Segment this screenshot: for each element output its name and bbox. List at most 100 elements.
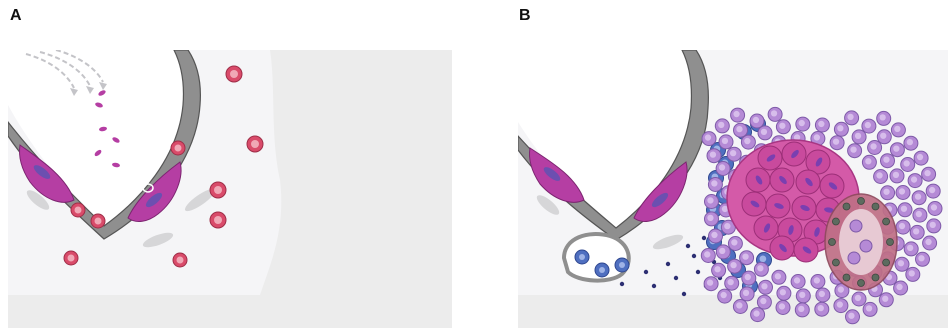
duct-nucleus [872,203,879,210]
purple-cell [890,169,904,183]
purple-cell [751,308,765,322]
tumor-cell [746,168,770,192]
purple-cell [852,292,866,306]
purple-cell [733,300,747,314]
purple-cell [894,281,908,295]
particle [644,270,648,274]
purple-cell [913,208,927,222]
particle [696,270,700,274]
purple-cell [891,123,905,137]
purple-cell [901,158,915,172]
tumor-cell [742,192,766,216]
particle [652,284,656,288]
red-cell [210,182,226,198]
purple-cell [702,132,716,146]
purple-cell [704,277,718,291]
purple-cell [898,203,912,217]
purple-cell [741,135,755,149]
particle [682,292,686,296]
purple-cell [795,303,809,317]
purple-cell [716,162,730,176]
duct-nucleus [843,203,850,210]
purple-cell [927,219,941,233]
tumor-cell [770,168,794,192]
purple-cell [863,302,877,316]
lumen-cell [860,240,872,252]
purple-cell [796,117,810,131]
duct-nucleus [832,218,839,225]
purple-cell [750,114,764,128]
panel-label-b: B [519,7,531,25]
purple-cell [705,212,719,226]
purple-cell [796,289,810,303]
purple-cell [716,245,730,259]
particle [686,244,690,248]
lumen-cell [848,252,860,264]
tumor-cell [782,142,806,166]
purple-cell [852,130,866,144]
purple-cell [906,267,920,281]
purple-cell [834,299,848,313]
purple-cell [708,178,722,192]
duct-nucleus [858,198,865,205]
purple-cell [754,262,768,276]
purple-cell [877,111,891,125]
purple-cell [815,118,829,132]
duct-nucleus [832,259,839,266]
purple-cell [701,249,715,263]
purple-cell [705,195,719,209]
purple-cell [881,186,895,200]
panel-a-illustration [8,50,452,328]
purple-cell [881,154,895,168]
purple-cell [740,287,754,301]
duct-nucleus [858,280,865,287]
purple-cell [731,108,745,122]
purple-cell [830,136,844,150]
purple-cell [926,184,940,198]
purple-cell [890,143,904,157]
purple-cell [740,251,754,265]
purple-cell [728,259,742,273]
purple-cell [777,286,791,300]
purple-cell [759,280,773,294]
purple-cell [896,220,910,234]
red-cell [171,141,185,155]
red-cell [91,214,105,228]
purple-cell [712,263,726,277]
particle [702,236,706,240]
duct-nucleus [883,259,890,266]
purple-cell [895,257,909,271]
purple-cell [715,119,729,133]
particle [666,262,670,266]
purple-cell [816,288,830,302]
purple-cell [879,293,893,307]
purple-cell [910,225,924,239]
particle [620,282,624,286]
purple-cell [718,289,732,303]
duct-nucleus [872,274,879,281]
purple-cell [928,202,942,216]
panel-a-svg [8,50,452,328]
purple-cell [922,167,936,181]
purple-cell [734,123,748,137]
purple-cell [904,136,918,150]
lumen-cell [850,220,862,232]
purple-cell [776,301,790,315]
panel-b-svg [518,50,948,328]
purple-cell [772,270,786,284]
purple-cell [848,144,862,158]
purple-cell [846,310,860,324]
tumor-cell [794,238,818,262]
particle [674,276,678,280]
particle [692,254,696,258]
capillary-blue-cell [595,263,609,277]
purple-cell [908,174,922,188]
red-cell [226,66,242,82]
tumor-cell [796,170,820,194]
purple-cell [923,236,937,250]
tumor-cell [792,196,816,220]
purple-cell [791,275,805,289]
purple-cell [914,151,928,165]
tumor-cell [766,194,790,218]
purple-cell [719,135,733,149]
